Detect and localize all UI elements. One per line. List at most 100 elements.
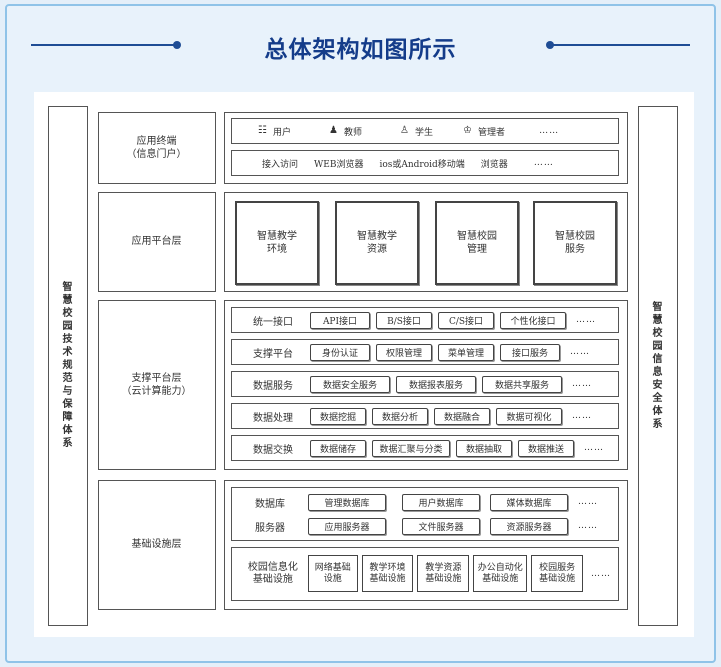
support-row-data-exchange: 数据交换 数据储存 数据汇聚与分类 数据抽取 数据推送 ……: [231, 435, 619, 461]
app-box-campus-management: 智慧校园 管理: [435, 201, 519, 285]
row-label-campus: 校园信息化 基础设施: [247, 561, 298, 585]
access-label: 接入访问: [262, 159, 299, 170]
chip-teaching-env-infra: 教学环境 基础设施: [361, 555, 414, 592]
vertical-char: 障: [62, 412, 73, 423]
vertical-char: 智: [652, 301, 663, 313]
vertical-char: 术: [62, 347, 73, 358]
infra-layer-label: 基础设施层: [131, 539, 182, 550]
student-icon: ♙: [400, 125, 409, 136]
infra-server-row: 服务器 应用服务器 文件服务器 资源服务器 ……: [232, 514, 617, 538]
chip-data-security: 数据安全服务: [310, 375, 390, 393]
users-ellipsis: ……: [539, 126, 560, 136]
chip-data-fusion: 数据融合: [434, 407, 490, 425]
vertical-char: 体: [652, 405, 663, 417]
vertical-char: 校: [652, 327, 663, 339]
vertical-char: 慧: [62, 295, 73, 306]
app-box-campus-service: 智慧校园 服务: [533, 201, 617, 285]
chip-data-share: 数据共享服务: [482, 375, 562, 393]
data-processing-ellipsis: ……: [572, 411, 592, 421]
chip-management-db: 管理数据库: [308, 493, 386, 511]
chip-data-extract: 数据抽取: [456, 439, 512, 457]
chip-network-infra: 网络基础 设施: [307, 555, 358, 592]
chip-bs: B/S接口: [376, 311, 432, 329]
title-line-left: [31, 44, 177, 46]
student-label: 学生: [415, 127, 434, 138]
chip-api: API接口: [310, 311, 370, 329]
chip-data-visualization: 数据可视化: [496, 407, 562, 425]
access-mobile: ios或Android移动端: [379, 159, 465, 170]
app-platform-label: 应用平台层: [131, 236, 182, 247]
chip-resource-server: 资源服务器: [490, 517, 568, 535]
page-title: 总体架构如图所示: [264, 37, 457, 63]
user-label: 用户: [273, 127, 292, 138]
infra-campus-row: 校园信息化 基础设施 网络基础 设施 教学环境 基础设施 教学资源 基础设施 办…: [232, 548, 617, 599]
vertical-char: 范: [62, 373, 73, 384]
terminal-access-row: 接入访问 WEB浏览器 ios或Android移动端 浏览器 ……: [231, 150, 619, 176]
support-layer-label-box: 支撑平台层 （云计算能力）: [98, 300, 216, 470]
title-line-right: [550, 44, 690, 46]
row-label-data-processing: 数据处理: [253, 412, 293, 424]
chip-office-automation-infra: 办公自动化 基础设施: [473, 555, 528, 592]
chip-data-mining: 数据挖掘: [310, 407, 366, 425]
platform-ellipsis: ……: [570, 347, 590, 357]
infra-db-server-box: 数据库 管理数据库 用户数据库 媒体数据库 …… 服务器 应用服务器 文件服务器…: [231, 487, 619, 541]
chip-media-db: 媒体数据库: [490, 493, 568, 511]
support-row-platform: 支撑平台 身份认证 权限管理 菜单管理 接口服务 ……: [231, 339, 619, 365]
support-layer-content: 统一接口 API接口 B/S接口 C/S接口 个性化接口 …… 支撑平台 身份认…: [224, 300, 628, 470]
row-label-interface: 统一接口: [253, 316, 293, 328]
chip-interface-service: 接口服务: [500, 343, 560, 361]
chip-data-push: 数据推送: [518, 439, 574, 457]
chip-data-analysis: 数据分析: [372, 407, 428, 425]
vertical-char: 全: [652, 392, 663, 404]
data-exchange-ellipsis: ……: [584, 443, 604, 453]
data-service-ellipsis: ……: [572, 379, 592, 389]
vertical-char: 体: [62, 425, 73, 436]
terminal-layer-label: 应用终端 （信息门户）: [126, 135, 187, 160]
chip-data-report: 数据报表服务: [396, 375, 476, 393]
vertical-char: 安: [652, 379, 663, 391]
chip-teaching-resource-infra: 教学资源 基础设施: [417, 555, 470, 592]
chip-menu: 菜单管理: [438, 343, 494, 361]
vertical-char: 智: [62, 282, 73, 293]
row-label-database: 数据库: [255, 498, 285, 510]
app-platform-content: 智慧教学 环境 智慧教学 资源 智慧校园 管理 智慧校园 服务: [224, 192, 628, 292]
chip-permission: 权限管理: [376, 343, 432, 361]
app-box-teaching-env: 智慧教学 环境: [235, 201, 319, 285]
chip-file-server: 文件服务器: [402, 517, 480, 535]
left-standards-column: 智慧校园技术规范与保障体系: [48, 106, 88, 626]
terminal-users-row: ☷ 用户 ♟ 教师 ♙ 学生 ♔ 管理者 ……: [231, 118, 619, 144]
user-icon: ☷: [258, 125, 267, 136]
chip-custom: 个性化接口: [500, 311, 566, 329]
teacher-label: 教师: [344, 127, 363, 138]
infra-db-row: 数据库 管理数据库 用户数据库 媒体数据库 ……: [232, 490, 617, 514]
terminal-layer-label-box: 应用终端 （信息门户）: [98, 112, 216, 184]
chip-auth: 身份认证: [310, 343, 370, 361]
row-label-data-service: 数据服务: [253, 380, 293, 392]
architecture-diagram: 智慧校园技术规范与保障体系 智慧校园信息安全体系 应用终端 （信息门户） ☷ 用…: [34, 92, 694, 637]
access-ellipsis: ……: [533, 158, 554, 168]
vertical-char: 保: [62, 399, 73, 410]
support-row-data-service: 数据服务 数据安全服务 数据报表服务 数据共享服务 ……: [231, 371, 619, 397]
manager-label: 管理者: [478, 127, 506, 138]
left-column-text: 智慧校园技术规范与保障体系: [49, 107, 86, 624]
row-label-data-exchange: 数据交换: [253, 444, 293, 456]
support-row-data-processing: 数据处理 数据挖掘 数据分析 数据融合 数据可视化 ……: [231, 403, 619, 429]
title-dot-left: [173, 41, 181, 49]
chip-app-server: 应用服务器: [308, 517, 386, 535]
terminal-layer-content: ☷ 用户 ♟ 教师 ♙ 学生 ♔ 管理者 …… 接入访问 WEB浏览器 ios或…: [224, 112, 628, 184]
vertical-char: 园: [62, 321, 73, 332]
infra-layer-label-box: 基础设施层: [98, 480, 216, 610]
manager-icon: ♔: [463, 125, 473, 136]
vertical-char: 园: [652, 340, 663, 352]
support-row-interface: 统一接口 API接口 B/S接口 C/S接口 个性化接口 ……: [231, 307, 619, 333]
chip-user-db: 用户数据库: [402, 493, 480, 511]
db-ellipsis: ……: [578, 497, 598, 507]
chip-cs: C/S接口: [438, 311, 494, 329]
infra-layer-content: 数据库 管理数据库 用户数据库 媒体数据库 …… 服务器 应用服务器 文件服务器…: [224, 480, 628, 610]
infra-campus-box: 校园信息化 基础设施 网络基础 设施 教学环境 基础设施 教学资源 基础设施 办…: [231, 547, 619, 601]
chip-campus-service-infra: 校园服务 基础设施: [531, 555, 583, 592]
app-box-teaching-resources: 智慧教学 资源: [335, 201, 419, 285]
campus-ellipsis: ……: [591, 568, 611, 579]
vertical-char: 与: [62, 386, 73, 397]
teacher-icon: ♟: [329, 125, 338, 136]
